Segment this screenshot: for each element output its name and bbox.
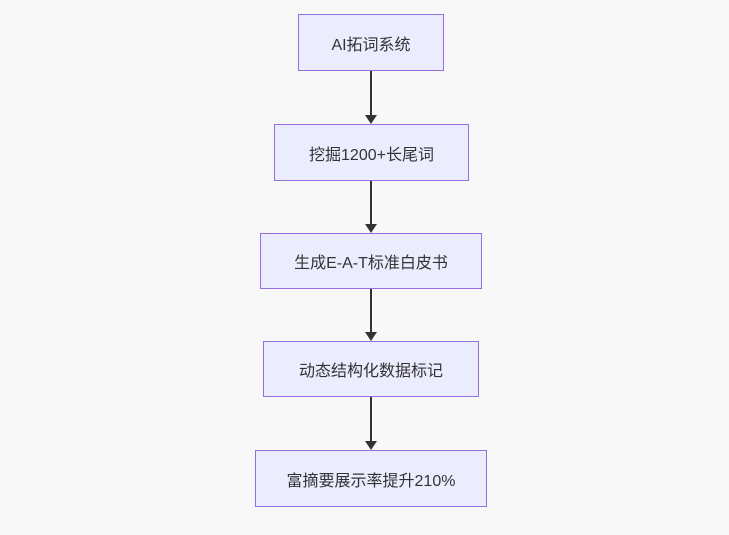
arrow-down-icon — [365, 441, 377, 450]
arrow-line — [370, 397, 372, 443]
flow-edge-d-to-e — [364, 397, 378, 450]
flow-edge-a-to-b — [364, 71, 378, 124]
flow-node-label: 动态结构化数据标记 — [298, 363, 443, 380]
flow-node-structured-data-markup: 动态结构化数据标记 — [263, 341, 479, 397]
arrow-line — [370, 289, 372, 334]
flow-edge-b-to-c — [364, 181, 378, 233]
flow-node-label: AI拓词系统 — [331, 36, 411, 54]
arrow-down-icon — [365, 115, 377, 124]
flow-node-longtail-mining: 挖掘1200+长尾词 — [274, 124, 469, 181]
flow-node-label: 富摘要展示率提升210% — [286, 472, 456, 490]
flow-node-rich-snippet-result: 富摘要展示率提升210% — [255, 450, 487, 507]
arrow-down-icon — [365, 224, 377, 233]
flow-node-eat-whitepaper: 生成E-A-T标准白皮书 — [260, 233, 482, 289]
arrow-down-icon — [365, 332, 377, 341]
flow-node-label: 挖掘1200+长尾词 — [309, 146, 434, 164]
flow-edge-c-to-d — [364, 289, 378, 341]
arrow-line — [370, 71, 372, 117]
arrow-line — [370, 181, 372, 226]
flow-node-label: 生成E-A-T标准白皮书 — [294, 255, 448, 272]
flow-node-ai-keyword-system: AI拓词系统 — [298, 14, 444, 71]
